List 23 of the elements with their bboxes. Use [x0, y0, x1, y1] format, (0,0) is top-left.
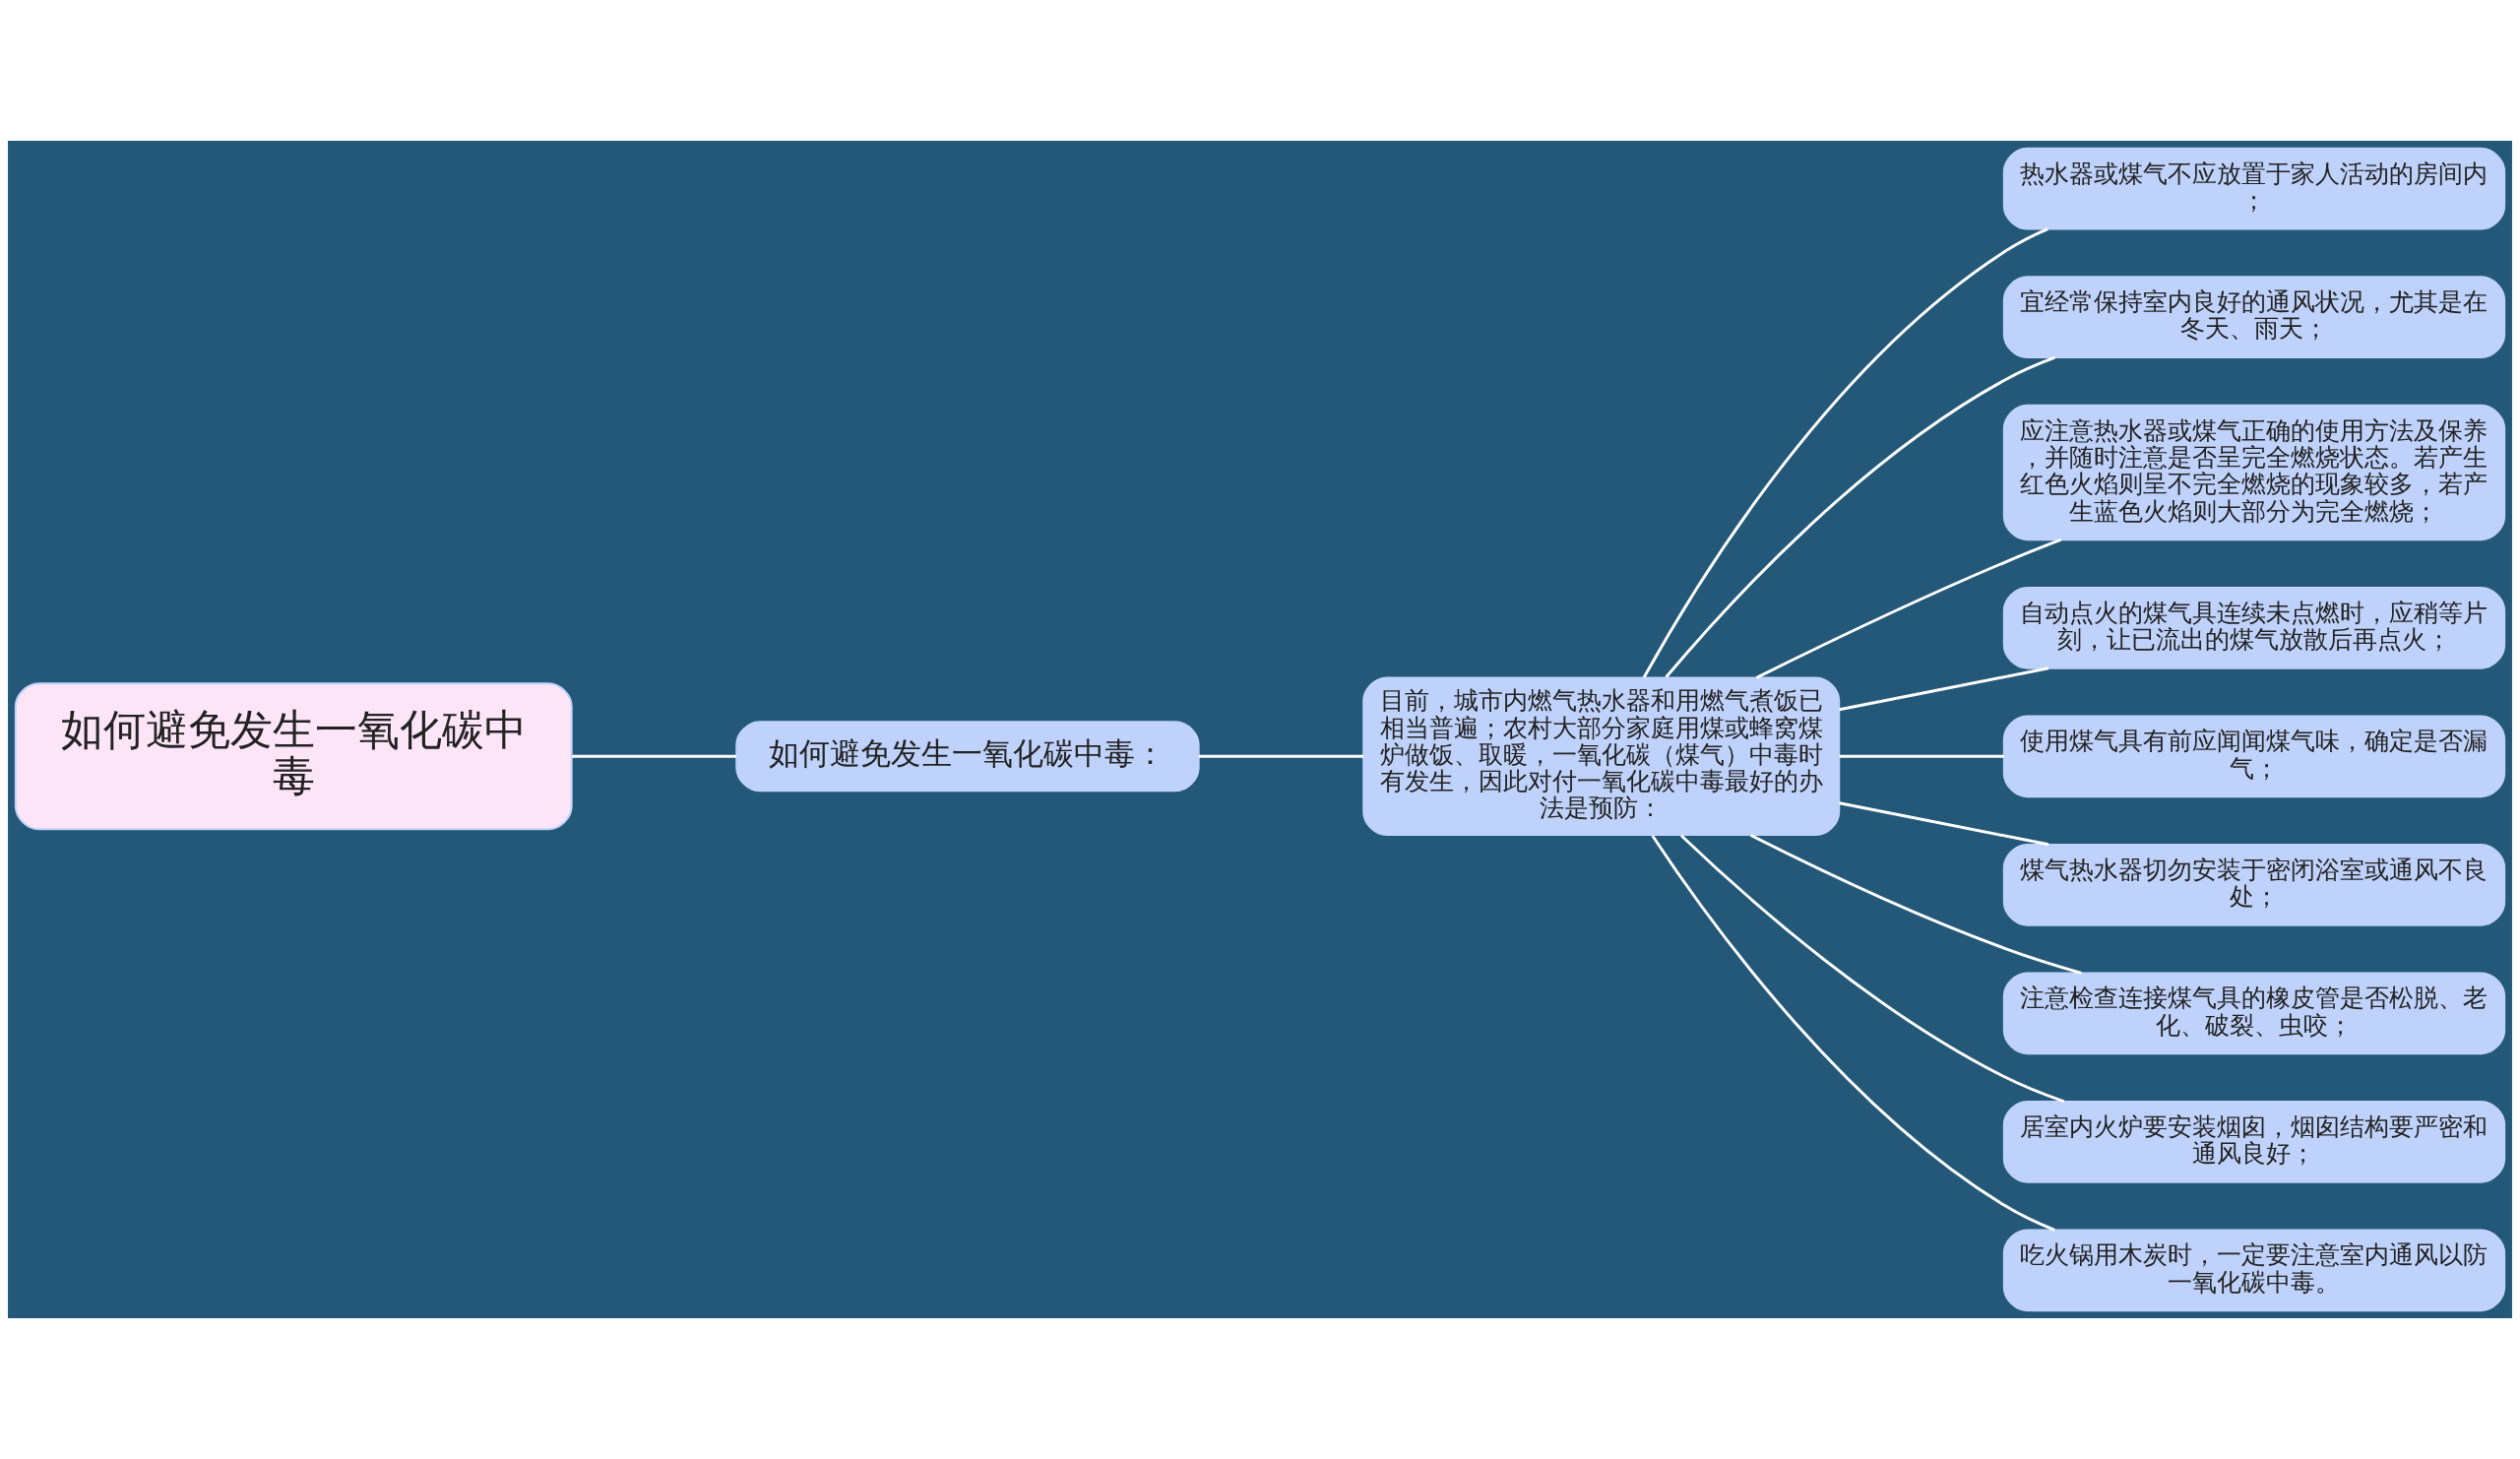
- connector: [1839, 801, 2049, 847]
- node-box: 煤气热水器切勿安装于密闭浴室或通风不良处；: [2002, 843, 2506, 926]
- node-box: 应注意热水器或煤气正确的使用方法及保养，并随时注意是否呈完全燃烧状态。若产生红色火焰则呈不完全燃烧的现象较多，若产生蓝色火焰则大部分为完全燃烧；: [2002, 404, 2506, 541]
- connector: [1749, 834, 2082, 975]
- connector: [1680, 834, 2065, 1104]
- connector: [1665, 355, 2055, 678]
- node-box: 注意检查连接煤气具的橡皮管是否松脱、老化、破裂、虫咬；: [2002, 972, 2506, 1055]
- node-box: 如何避免发生一氧化碳中毒：: [735, 721, 1200, 793]
- connector: [1839, 666, 2049, 712]
- connector: [572, 754, 736, 758]
- node-box: 自动点火的煤气具连续未点燃时，应稍等片刻，让已流出的煤气放散后再点火；: [2002, 586, 2506, 669]
- connector: [1642, 227, 2048, 678]
- connector: [1651, 835, 2055, 1232]
- node-box: 热水器或煤气不应放置于家人活动的房间内；: [2002, 147, 2506, 230]
- node-box: 吃火锅用木炭时，一定要注意室内通风以防一氧化碳中毒。: [2002, 1229, 2506, 1312]
- connector: [1198, 754, 1364, 758]
- connector: [1839, 754, 2004, 758]
- node-box: 居室内火炉要安装烟囱，烟囱结构要严密和通风良好；: [2002, 1100, 2506, 1183]
- connector: [1755, 538, 2062, 679]
- node-box: 宜经常保持室内良好的通风状况，尤其是在冬天、雨天；: [2002, 276, 2506, 359]
- node-box: 目前，城市内燃气热水器和用燃气煮饭已相当普遍；农村大部分家庭用煤或蜂窝煤炉做饭、取暖，一氧化碳（煤气）中毒时有发生，因此对付一氧化碳中毒最好的办法是预防：: [1362, 676, 1841, 837]
- node-box: 如何避免发生一氧化碳中毒: [14, 682, 573, 831]
- node-box: 使用煤气具有前应闻闻煤气味，确定是否漏气；: [2002, 715, 2506, 798]
